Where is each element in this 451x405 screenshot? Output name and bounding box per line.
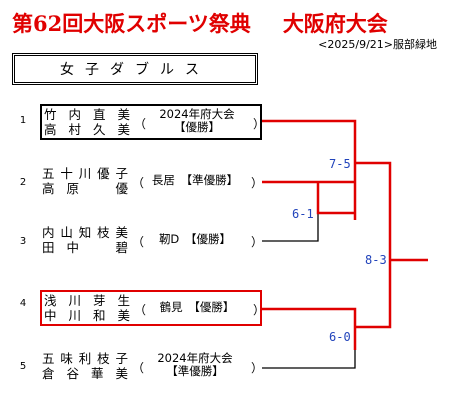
event-heading: 女子ダブルス bbox=[12, 53, 258, 85]
line-r1-merge bbox=[316, 183, 355, 215]
entry-3: 内山知枝美 田中 碧 （ 靭D 【優勝】 ） bbox=[40, 224, 264, 260]
player-names: 内山知枝美 田中 碧 bbox=[42, 225, 128, 255]
paren-close: ） bbox=[251, 235, 264, 249]
line-entry1 bbox=[262, 119, 357, 220]
line-entry5 bbox=[262, 350, 356, 369]
entry-note: 長居 【準優勝】 bbox=[151, 173, 239, 187]
line-entry4 bbox=[262, 307, 357, 350]
entry-number: 5 bbox=[19, 361, 27, 372]
entry-2: 五十川優子 高原 優 （ 長居 【準優勝】 ） bbox=[40, 165, 264, 201]
note-line1: 2024年府大会 bbox=[157, 351, 233, 365]
player-2: 田中 碧 bbox=[42, 240, 128, 255]
title-part2: 大阪府大会 bbox=[282, 11, 388, 36]
note-line1: 2024年府大会 bbox=[159, 107, 235, 121]
player-2: 高原 優 bbox=[42, 181, 128, 196]
player-1: 五十川優子 bbox=[42, 166, 128, 181]
player-names: 竹内直美 高村久美 bbox=[44, 107, 130, 137]
paren-open: （ bbox=[132, 235, 145, 249]
paren-open: （ bbox=[132, 176, 145, 190]
player-2: 高村久美 bbox=[44, 122, 130, 137]
player-names: 五味利枝子 倉谷華美 bbox=[42, 351, 128, 381]
note-line2: 【準優勝】 bbox=[166, 364, 224, 378]
title-part1: 第62回大阪スポーツ祭典 bbox=[12, 11, 251, 36]
page-title: 第62回大阪スポーツ祭典 大阪府大会 bbox=[12, 8, 388, 38]
entry-number: 4 bbox=[19, 298, 27, 309]
score-r1: 6-1 bbox=[292, 207, 314, 221]
score-sf-top: 7-5 bbox=[329, 157, 351, 171]
line-sf-top bbox=[355, 161, 392, 260]
paren-close: ） bbox=[253, 117, 266, 131]
paren-close: ） bbox=[251, 361, 264, 375]
line-entry3 bbox=[262, 213, 319, 242]
entry-number: 3 bbox=[19, 236, 27, 247]
entry-note: 鶴見 【優勝】 bbox=[159, 300, 235, 314]
player-names: 五十川優子 高原 優 bbox=[42, 166, 128, 196]
score-sf-bottom: 6-0 bbox=[329, 330, 351, 344]
entry-1: 竹内直美 高村久美 （ 2024年府大会 【優勝】 ） bbox=[40, 104, 266, 140]
player-1: 内山知枝美 bbox=[42, 225, 128, 240]
player-names: 浅川芽生 中川和美 bbox=[44, 293, 130, 323]
player-1: 浅川芽生 bbox=[44, 293, 130, 308]
paren-open: （ bbox=[134, 117, 147, 131]
paren-open: （ bbox=[134, 303, 147, 317]
entry-note: 2024年府大会 【優勝】 bbox=[144, 108, 250, 134]
note-line2: 【優勝】 bbox=[174, 120, 220, 134]
entry-note: 2024年府大会 【準優勝】 bbox=[142, 352, 248, 378]
score-final: 8-3 bbox=[365, 253, 387, 267]
paren-open: （ bbox=[132, 361, 145, 375]
paren-close: ） bbox=[251, 176, 264, 190]
player-2: 中川和美 bbox=[44, 308, 130, 323]
player-1: 五味利枝子 bbox=[42, 351, 128, 366]
line-sf-bottom bbox=[355, 260, 392, 329]
date-venue: <2025/9/21>服部緑地 bbox=[318, 38, 437, 51]
entry-5: 五味利枝子 倉谷華美 （ 2024年府大会 【準優勝】 ） bbox=[40, 350, 264, 386]
entry-number: 1 bbox=[19, 115, 27, 126]
entry-4: 浅川芽生 中川和美 （ 鶴見 【優勝】 ） bbox=[40, 290, 266, 326]
entry-number: 2 bbox=[19, 177, 27, 188]
player-1: 竹内直美 bbox=[44, 107, 130, 122]
entry-note: 靭D 【優勝】 bbox=[158, 232, 232, 246]
player-2: 倉谷華美 bbox=[42, 366, 128, 381]
paren-close: ） bbox=[253, 303, 266, 317]
